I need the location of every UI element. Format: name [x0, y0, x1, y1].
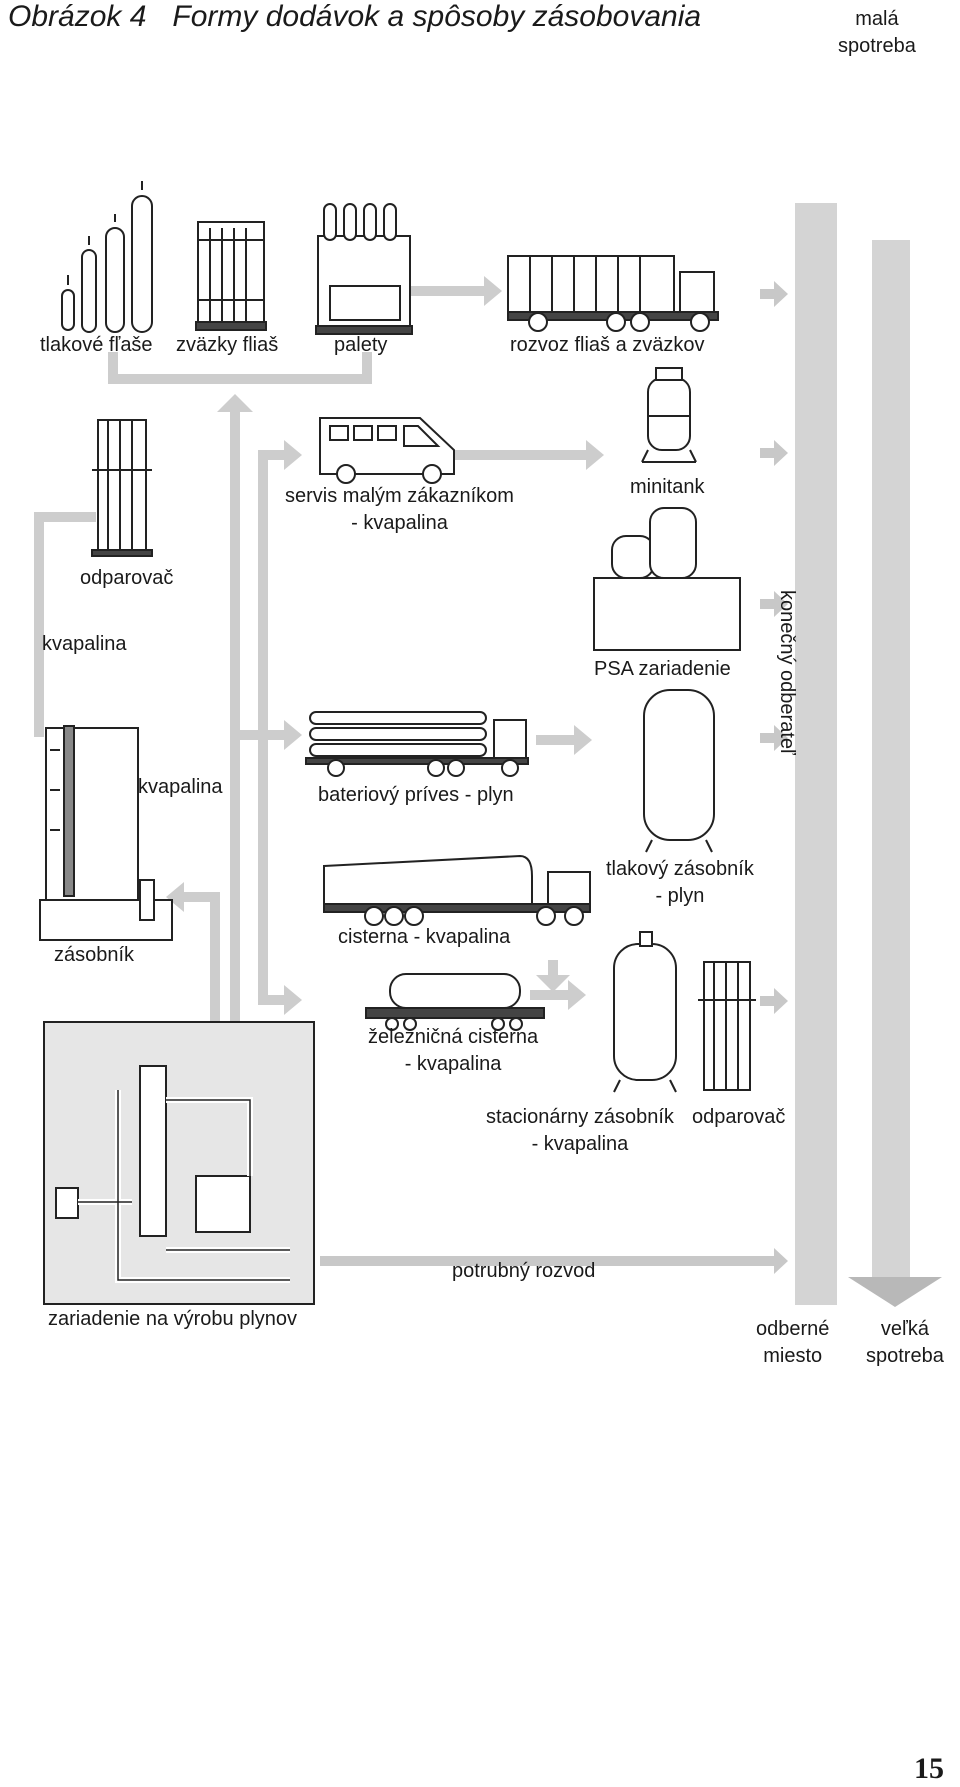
- storage-tank-icon: [39, 725, 173, 941]
- end-customer-bar: [795, 203, 837, 1305]
- stationary-tank-icon: [613, 931, 677, 1093]
- label-liquid-mid: kvapalina: [138, 776, 223, 798]
- cylinder-bundle-icon: [195, 221, 267, 331]
- figure-number: Obrázok 4: [8, 0, 147, 33]
- label-stationary-tank: stacionárny zásobník- kvapalina: [486, 1106, 674, 1155]
- label-end-customer: konečný odberateľ: [776, 590, 798, 755]
- label-pipeline: potrubný rozvod: [452, 1260, 596, 1282]
- label-tanker: cisterna - kvapalina: [338, 926, 511, 948]
- rail-tanker-icon: [365, 973, 545, 1031]
- pressure-cylinders-icon: [61, 181, 153, 333]
- label-gas-plant: zariadenie na výrobu plynov: [48, 1308, 298, 1330]
- van-icon: [319, 417, 455, 484]
- row1-connector: [108, 276, 502, 384]
- label-psa-unit: PSA zariadenie: [594, 658, 731, 680]
- label-pressure-cylinders: tlakové fľaše: [40, 334, 153, 356]
- label-minitank: minitank: [630, 476, 705, 498]
- feeder-lines: [34, 394, 604, 1025]
- battery-trailer-icon: [305, 711, 529, 777]
- tanker-truck-icon: [323, 854, 591, 926]
- label-rail-tanker: železničná cisterna- kvapalina: [368, 1026, 539, 1075]
- page-number: 15: [914, 1752, 944, 1785]
- figure-title: Obrázok 4 Formy dodávok a spôsoby zásobov…: [8, 0, 701, 34]
- label-pallets: palety: [334, 334, 388, 356]
- label-battery-trailer: bateriový príves - plyn: [318, 784, 514, 806]
- label-evaporator-top: odparovač: [80, 567, 174, 589]
- figure-caption: Formy dodávok a spôsoby zásobovania: [172, 0, 702, 33]
- label-liquid-left: kvapalina: [42, 633, 127, 655]
- label-storage-tank: zásobník: [54, 944, 135, 966]
- pressure-tank-icon: [643, 689, 715, 853]
- evaporator-bottom-icon: [698, 961, 756, 1091]
- label-evaporator-bottom: odparovač: [692, 1106, 786, 1128]
- pallet-icon: [315, 203, 413, 335]
- consumption-scale-bar: [872, 240, 910, 1280]
- label-cylinder-bundles: zväzky fliaš: [176, 334, 279, 356]
- label-pressure-tank: tlakový zásobník- plyn: [606, 858, 754, 907]
- label-small-customer-service: servis malým zákazníkom- kvapalina: [285, 485, 514, 534]
- evaporator-top-icon: [91, 419, 153, 557]
- label-cylinder-distribution: rozvoz fliaš a zväzkov: [510, 334, 705, 356]
- gas-plant-icon: [43, 1021, 315, 1305]
- psa-unit-icon: [593, 507, 741, 651]
- consumption-scale-arrowhead: [848, 1277, 942, 1307]
- truck-cylinders-icon: [507, 255, 719, 332]
- minitank-icon: [641, 367, 697, 463]
